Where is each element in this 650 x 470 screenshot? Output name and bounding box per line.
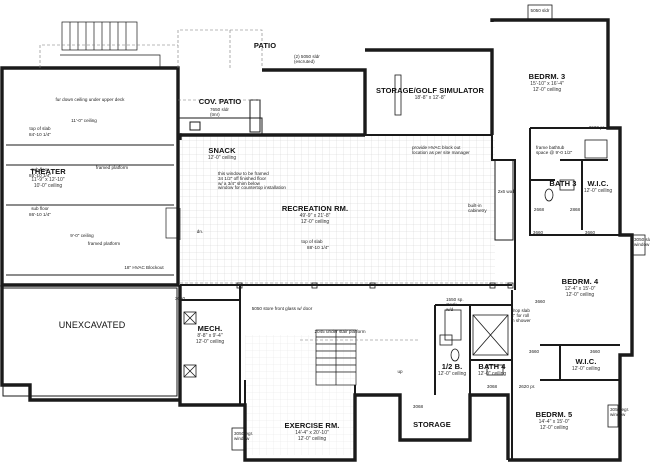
room-dim-theater: 11'-9" x 12'-10": [31, 177, 65, 183]
room-ceil-half-bath: 12'-0" ceiling: [437, 371, 467, 377]
room-label-exercise: EXERCISE RM.: [284, 421, 340, 430]
room-label-theater: THEATER: [30, 167, 66, 176]
room-label-wic-upper: W.I.C.: [587, 179, 609, 188]
note-rec-top-slab: top of slab: [301, 239, 323, 244]
note-door-3050: 3050: [174, 296, 186, 301]
room-label-mech: MECH.: [197, 324, 223, 333]
room-label-patio: PATIO: [253, 41, 277, 50]
exercise-floor-tile: [245, 335, 355, 455]
room-label-cov-patio: COV. PATIO: [198, 97, 242, 106]
note-window-5050-top: 5050 sldr: [530, 8, 550, 13]
note-wall-6: 2x6 wall: [497, 189, 515, 194]
note-window-3050-right: 3050 sldr window: [634, 237, 650, 247]
room-ceil-bath4: 12'-0" ceiling: [477, 371, 507, 377]
mech-equipment: [183, 311, 197, 378]
interior-stair[interactable]: [165, 207, 357, 386]
note-framed-platform-1: framed platform: [95, 165, 129, 170]
room-dim-bedrm4: 12'-4" x 15'-0": [564, 286, 596, 292]
note-window-framed: this window to be framed 34 1/2" off fin…: [218, 171, 286, 191]
note-under-stair: 2045 under stair platform: [314, 329, 366, 334]
note-frame-tub: frame bathtub space @ 9'-0 1/2": [536, 145, 573, 155]
note-built-in: built-in cabinetry: [468, 203, 487, 213]
room-label-bath3: BATH 3: [549, 179, 577, 188]
upper-stair[interactable]: [60, 21, 161, 68]
room-label-unexcavated: UNEXCAVATED: [58, 320, 126, 330]
theater-platforms: [6, 144, 174, 276]
note-sub-floor-1-val: 85'-10 1/4": [29, 173, 51, 178]
note-door-3068a: 3068: [412, 404, 424, 409]
beam-marks: [236, 282, 514, 289]
room-dim-recreation: 49'-9" x 21'-8": [299, 213, 331, 219]
note-door-3660b: 3660: [584, 230, 596, 235]
note-fur-down: fur down ceiling under upper deck: [55, 97, 125, 102]
room-label-bedrm3: BEDRM. 3: [528, 72, 566, 81]
note-stack: 1550 sp. stack w/d: [446, 297, 464, 312]
note-slider-5050: (2) 5050 sldr (escruted): [294, 54, 320, 64]
room-dim-storage-golf: 18'-8" x 12'-8": [414, 95, 446, 101]
note-slider-7650: 7650 sldr (tmr): [210, 107, 229, 117]
note-sub-floor-2: sub floor: [31, 206, 49, 211]
note-door-2868: 2868: [569, 207, 581, 212]
room-ceil-bedrm3: 12'-0" ceiling: [532, 87, 562, 93]
room-ceil-wic-lower: 12'-0" ceiling: [571, 366, 601, 372]
room-label-bedrm4: BEDRM. 4: [561, 277, 599, 286]
interior-walls: [180, 127, 620, 460]
exterior-walls: [0, 18, 634, 462]
room-label-storage-golf: STORAGE/GOLF SIMULATOR: [375, 86, 485, 95]
note-door-2620: 2620 pr.: [588, 125, 606, 130]
note-sub-floor-1: sub floor: [31, 167, 49, 172]
note-theater-ceil-top: 11'-0" ceiling: [71, 118, 97, 123]
room-dim-exercise: 14'-4" x 20'-10": [295, 430, 329, 436]
room-dim-bedrm5: 14'-4" x 15'-0": [538, 419, 570, 425]
note-door-2620b: 2620 pr.: [518, 384, 536, 389]
room-label-wic-lower: W.I.C.: [575, 357, 597, 366]
note-dn: dn.: [196, 229, 204, 234]
room-label-storage: STORAGE: [413, 420, 451, 429]
note-door-3660a: 3660: [532, 230, 544, 235]
note-top-slab: top of slab: [29, 126, 51, 131]
room-ceil-wic-upper: 12'-0" ceiling: [583, 188, 613, 194]
room-ceil-snack: 12'-0" ceiling: [207, 155, 237, 161]
room-ceil-bedrm5: 12'-0" ceiling: [539, 425, 569, 431]
note-framed-platform-2: framed platform: [87, 241, 121, 246]
recreation-floor-tile: [180, 135, 495, 285]
room-dim-bedrm3: 15'-10" x 16'-4": [530, 81, 564, 87]
note-hvac-block: provide HVAC block out location as per s…: [412, 145, 470, 155]
room-label-bedrm5: BEDRM. 5: [535, 410, 573, 419]
bath-fixtures: [439, 139, 608, 376]
patio-outlines: [39, 29, 510, 341]
note-window-3050-br: 3050 egr. window: [610, 407, 630, 417]
room-ceil-exercise: 12'-0" ceiling: [297, 436, 327, 442]
window-wells: [231, 4, 646, 451]
note-drop-slab: drop slab 3" for roll in shower: [511, 308, 531, 323]
room-ceil-bedrm4: 12'-0" ceiling: [565, 292, 595, 298]
note-door-3660e: 3660: [534, 299, 546, 304]
unexcavated-area: [2, 287, 178, 397]
snack-counter: [177, 99, 514, 241]
note-door-3660d: 3660: [589, 349, 601, 354]
note-theater-ceil-9: 9'-0" ceiling: [70, 233, 94, 238]
note-door-3660c: 3660: [528, 349, 540, 354]
note-top-slab-val: 84'-10 1/4": [29, 132, 51, 137]
room-ceil-recreation: 12'-0" ceiling: [300, 219, 330, 225]
room-label-snack: SNACK: [208, 146, 236, 155]
note-sub-floor-2-val: 86'-10 1/4": [29, 212, 51, 217]
note-window-3050-left: 3050 egr. window: [234, 431, 254, 441]
room-ceil-mech: 12'-0" ceiling: [195, 339, 225, 345]
room-ceil-theater: 10'-0" ceiling: [33, 183, 63, 189]
room-label-recreation: RECREATION RM.: [281, 204, 349, 213]
note-door-2668: 2668: [533, 207, 545, 212]
note-hvac-blockout: 18" HVAC Blockout: [124, 265, 164, 270]
note-rec-top-slab-val: 88'-10 1/4": [307, 245, 329, 250]
room-label-half-bath: 1/2 B.: [441, 362, 463, 371]
room-dim-mech: 8'-8" x 9'-4": [197, 333, 223, 339]
room-label-bath4: BATH 4: [478, 362, 506, 371]
note-up: up: [397, 369, 403, 374]
note-door-3068b: 3068: [486, 384, 498, 389]
note-store-glass: 5050 store front glass w/ door: [251, 306, 313, 311]
